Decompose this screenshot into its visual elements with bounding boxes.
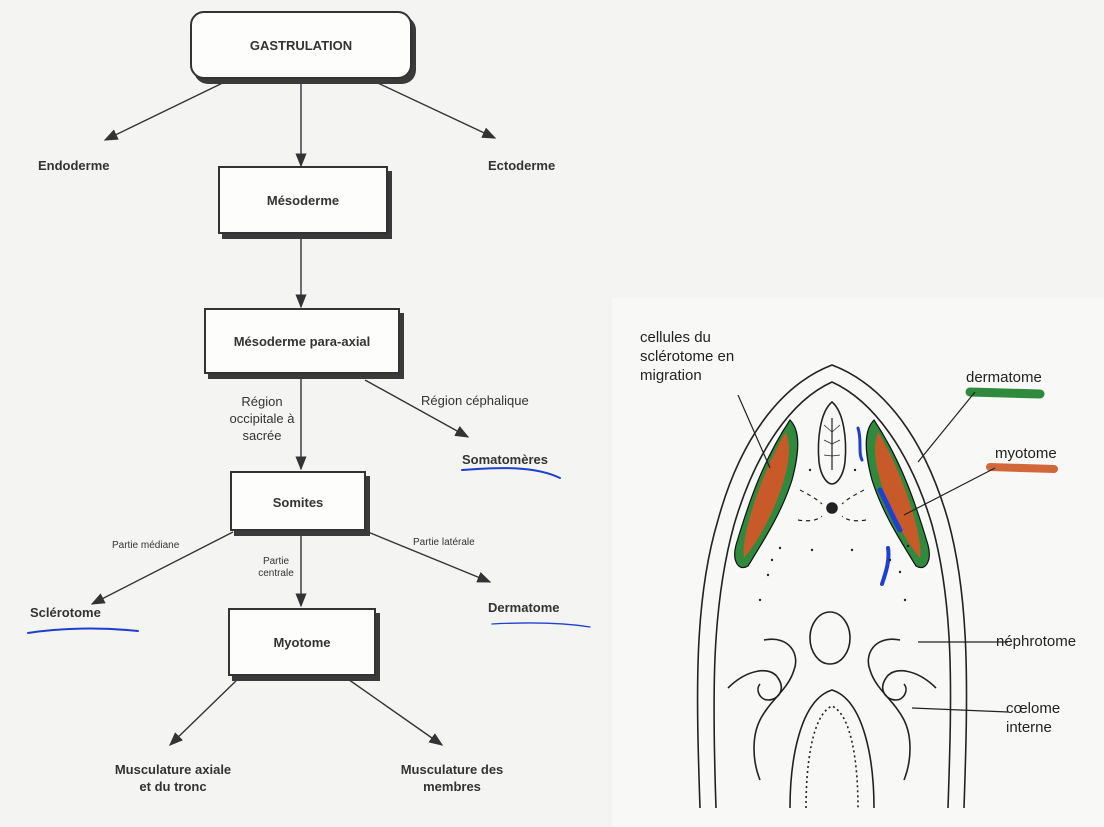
leader-sclerotome: [738, 395, 770, 468]
leader-coelome: [912, 708, 1008, 712]
coelome-interne-label: cœlome interne: [1006, 699, 1066, 737]
notochord: [827, 503, 837, 513]
leader-myotome: [904, 468, 995, 515]
gut-tube: [790, 690, 874, 808]
nephrotome-right: [883, 671, 936, 700]
central-vessel: [810, 612, 850, 664]
dermatome-illustration-label: dermatome: [966, 368, 1042, 387]
myotome-swatch: [990, 467, 1054, 469]
nephrotome-left: [728, 671, 781, 700]
myotome-illustration-label: myotome: [995, 444, 1057, 463]
blue-mark-drop: [882, 548, 889, 584]
nephrotome-label: néphrotome: [996, 632, 1076, 651]
dermatome-swatch: [970, 392, 1040, 394]
cellules-sclerotome-label: cellules du sclérotome en migration: [640, 328, 748, 385]
leader-dermatome: [918, 392, 975, 462]
blue-mark-top: [858, 428, 862, 460]
